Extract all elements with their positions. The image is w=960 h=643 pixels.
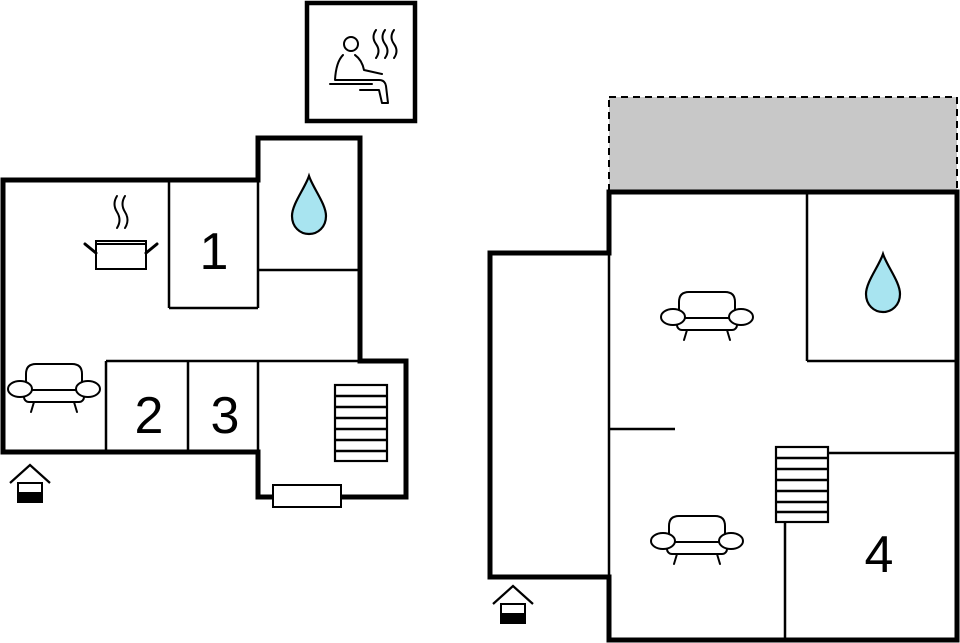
sauna-icon <box>304 0 418 124</box>
sofa-icon <box>660 291 754 341</box>
upper-floor-interior-walls <box>607 192 957 640</box>
water-drop-icon <box>290 174 328 236</box>
room-number-1: 1 <box>200 223 229 281</box>
water-drop-icon <box>864 252 902 314</box>
sofa-icon <box>7 363 101 413</box>
terrace-area <box>608 96 958 193</box>
upper-floor-plan: 4 <box>487 96 960 643</box>
ground-floor-plan: 1 2 3 <box>0 0 418 508</box>
entrance-icon <box>8 463 52 504</box>
entrance-icon <box>491 584 535 625</box>
room-number-4: 4 <box>865 526 894 584</box>
ground-floor-interior-walls <box>104 180 360 452</box>
stairs-icon <box>774 445 830 524</box>
ground-floor-outer-wall <box>0 135 409 500</box>
door-threshold <box>272 484 342 508</box>
room-number-2: 2 <box>135 387 164 445</box>
room-number-3: 3 <box>211 387 240 445</box>
kitchen-pot-icon <box>83 195 159 270</box>
stairs-icon <box>333 383 389 463</box>
sofa-icon <box>650 515 744 565</box>
